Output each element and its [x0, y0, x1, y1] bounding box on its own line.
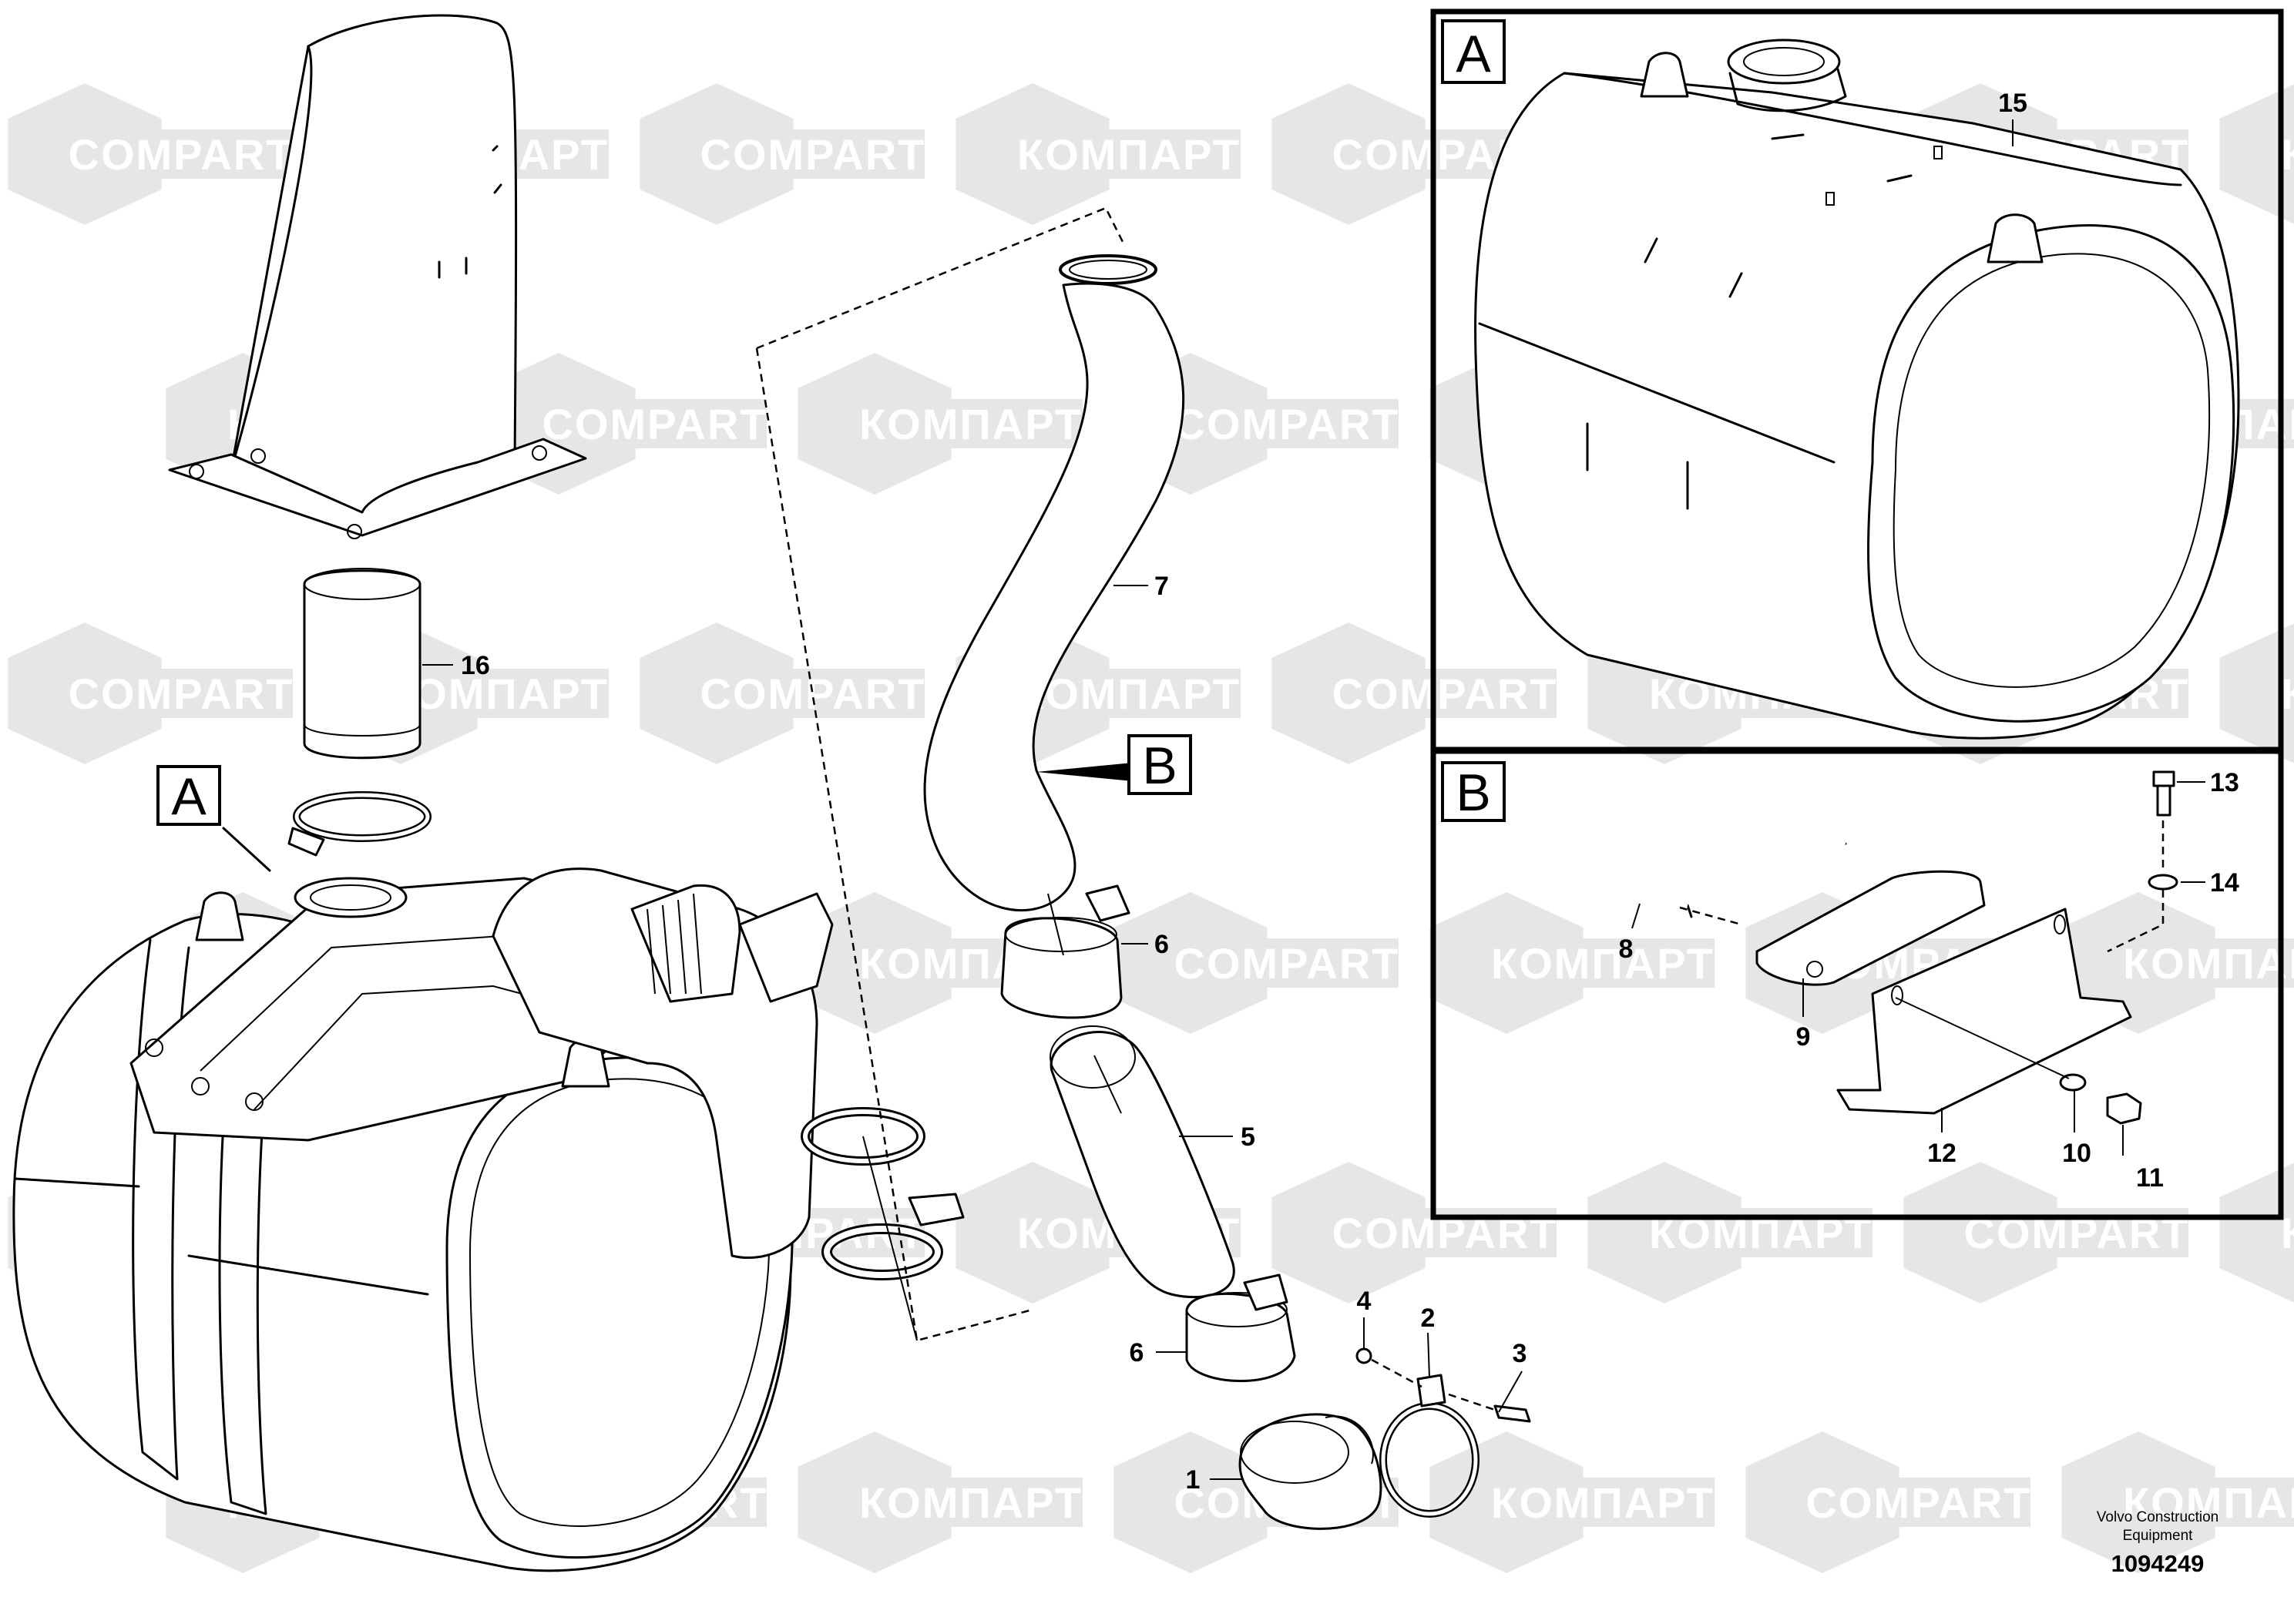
watermark-hexagon: [2219, 1163, 2294, 1303]
callout-3: 3: [1513, 1339, 1527, 1368]
breather-hood: [230, 14, 518, 525]
watermark-banner: [2281, 1208, 2294, 1257]
callout-10: 10: [2062, 1139, 2091, 1168]
main-assembly: 16 A: [12, 14, 965, 1572]
view-a-tag-box: [1441, 19, 1506, 84]
watermark-text: COMPART: [700, 669, 926, 718]
hydraulic-tank-detail: [1474, 39, 2240, 740]
callout-14: 14: [2210, 868, 2239, 898]
watermark-text: КОМПАРТ: [1017, 130, 1241, 179]
watermark-banner: [1175, 938, 1399, 988]
watermark-banner: [2281, 669, 2294, 718]
detail-view-a: A 15: [1430, 8, 2284, 753]
watermark-banner: [1807, 1478, 2030, 1527]
watermark-text: КОМПАРТ: [1491, 939, 1715, 988]
watermark-banner: [859, 1478, 1083, 1527]
watermark-banner: [1491, 938, 1715, 988]
watermark-banner: [1491, 1478, 1715, 1527]
footer-drawing-number: 1094249: [2111, 1550, 2205, 1577]
view-b-tag: B: [1456, 763, 1490, 822]
main-view-a-tag-box: [156, 765, 221, 826]
callout-7: 7: [1154, 572, 1169, 601]
watermark-banner: [2123, 938, 2294, 988]
watermark-text: COMPART: [1332, 669, 1558, 718]
view-b-tag-box: [1441, 761, 1506, 822]
watermark-banner: [701, 669, 925, 718]
watermark-banner: [385, 669, 609, 718]
watermark-banner: [543, 399, 767, 448]
watermark-text: COMPART: [69, 669, 294, 718]
watermark-text: COMPART: [1174, 400, 1400, 448]
watermark-hexagon: [2219, 623, 2294, 763]
view-b-pointer-tag-box: [1127, 734, 1192, 795]
watermark-banner: [2123, 1478, 2294, 1527]
callout-6b: 6: [1130, 1338, 1144, 1367]
callout-11: 11: [2136, 1163, 2164, 1193]
watermark-banner: [1017, 129, 1241, 179]
watermark-text: COMPART: [700, 130, 926, 179]
footer-company-line1: Volvo Construction: [2097, 1509, 2218, 1525]
callout-9: 9: [1796, 1022, 1811, 1052]
watermark-text: КОМПАРТ: [2123, 939, 2294, 988]
callout-8: 8: [1619, 934, 1634, 964]
detail-view-b: B 8 9 12 10 11 13: [1430, 748, 2284, 1220]
watermark-banner: [859, 399, 1083, 448]
callout-5: 5: [1241, 1122, 1255, 1152]
watermark-text: КОМПАРТ: [859, 400, 1083, 448]
callout-6a: 6: [1154, 930, 1169, 959]
callout-13: 13: [2210, 768, 2239, 797]
watermark-hexagon: [2219, 84, 2294, 224]
filter-element: [303, 569, 422, 760]
watermark-text: КОМПАРТ: [1491, 1478, 1715, 1527]
watermark-text: COMPART: [542, 400, 768, 448]
watermark-banner: [1017, 669, 1241, 718]
view-a-tag: A: [1456, 25, 1491, 83]
view-b-pointer-tag: B: [1142, 737, 1177, 795]
watermark-banner: [1333, 669, 1557, 718]
watermark-text: КОМПАРТ: [859, 1478, 1083, 1527]
main-view-a-tag: A: [171, 767, 207, 826]
watermark-text: КОМПАРТ: [385, 669, 609, 718]
callout-2: 2: [1421, 1304, 1436, 1333]
exploded-hose-parts: 7 B 6 5 6 1 2: [755, 206, 1531, 1530]
watermark-text: КОМПАРТ: [2123, 1478, 2294, 1527]
footer-company-line2: Equipment: [2123, 1528, 2194, 1544]
callout-1: 1: [1186, 1465, 1201, 1495]
watermark-banner: [69, 669, 293, 718]
watermark-text: COMPART: [69, 130, 294, 179]
callout-12: 12: [1927, 1139, 1956, 1168]
callout-15: 15: [1998, 89, 2027, 118]
watermark-text: КОМПАРТ: [2281, 669, 2294, 718]
watermark-banner: [701, 129, 925, 179]
title-block: Volvo Construction Equipment 1094249: [2097, 1509, 2218, 1577]
watermark-banner: [2281, 129, 2294, 179]
watermark-text: COMPART: [1174, 939, 1400, 988]
callout-16: 16: [461, 651, 490, 680]
watermark-text: КОМПАРТ: [2281, 130, 2294, 179]
watermark-banner: [1175, 399, 1399, 448]
watermark-text: КОМПАРТ: [2281, 1209, 2294, 1257]
watermark-text: COMPART: [1806, 1478, 2032, 1527]
watermark-banner: [69, 129, 293, 179]
watermark-text: КОМПАРТ: [1017, 669, 1241, 718]
hose-7: [923, 282, 1185, 911]
callout-4: 4: [1357, 1287, 1372, 1316]
